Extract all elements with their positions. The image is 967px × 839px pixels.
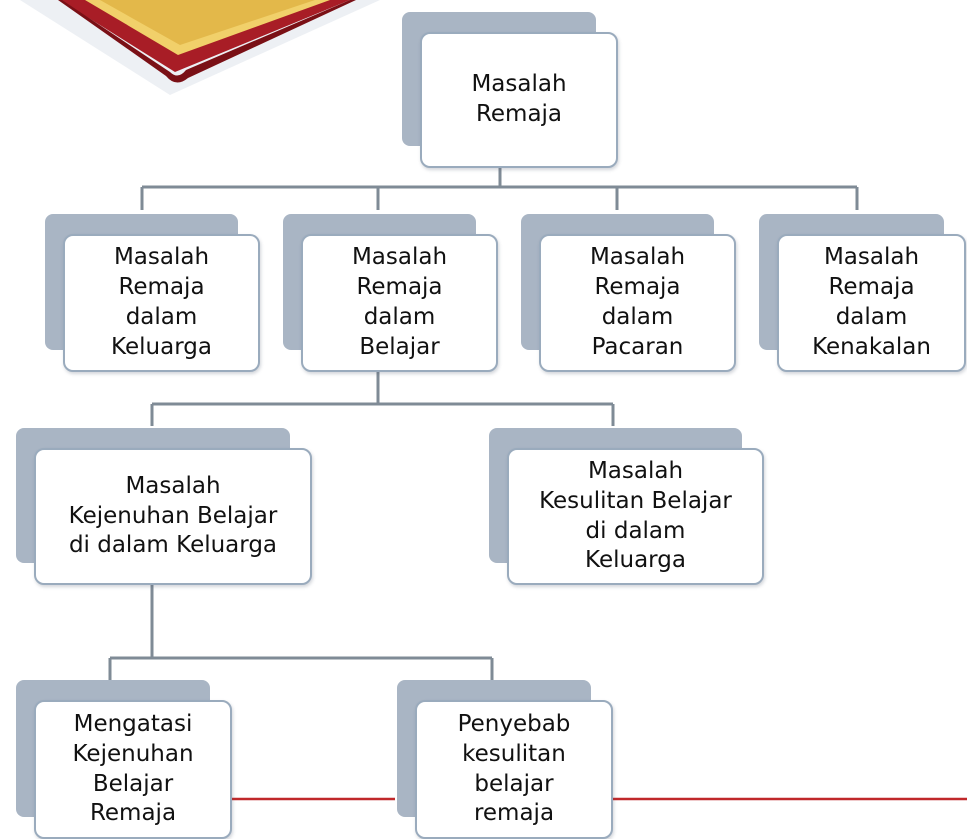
node-label: Masalah Kesulitan Belajar di dalam Kelua… [539, 457, 732, 574]
node-label: Masalah Remaja dalam Kenakalan [812, 244, 931, 360]
node-remaja-dalam-belajar: Masalah Remaja dalam Belajar [283, 214, 498, 372]
node-label: Masalah Remaja dalam Belajar [351, 244, 448, 360]
node-label: Masalah Remaja dalam Keluarga [111, 244, 212, 360]
node-kejenuhan-belajar: Masalah Kejenuhan Belajar di dalam Kelua… [16, 428, 312, 585]
book-icon [0, 0, 440, 110]
node-label: Masalah Remaja [471, 71, 567, 127]
node-label: Masalah Kejenuhan Belajar di dalam Kelua… [68, 472, 278, 559]
node-remaja-dalam-keluarga: Masalah Remaja dalam Keluarga [45, 214, 260, 372]
node-remaja-dalam-kenakalan: Masalah Remaja dalam Kenakalan [759, 214, 966, 372]
node-kesulitan-belajar: Masalah Kesulitan Belajar di dalam Kelua… [489, 428, 764, 585]
node-masalah-remaja: Masalah Remaja [402, 12, 618, 168]
node-label: Mengatasi Kejenuhan Belajar Remaja [72, 710, 194, 827]
node-remaja-dalam-pacaran: Masalah Remaja dalam Pacaran [521, 214, 736, 372]
node-penyebab-kesulitan: Penyebab kesulitan belajar remaja [397, 680, 613, 839]
node-mengatasi-kejenuhan: Mengatasi Kejenuhan Belajar Remaja [16, 680, 232, 839]
node-label: Penyebab kesulitan belajar remaja [457, 710, 571, 827]
node-label: Masalah Remaja dalam Pacaran [589, 244, 686, 360]
